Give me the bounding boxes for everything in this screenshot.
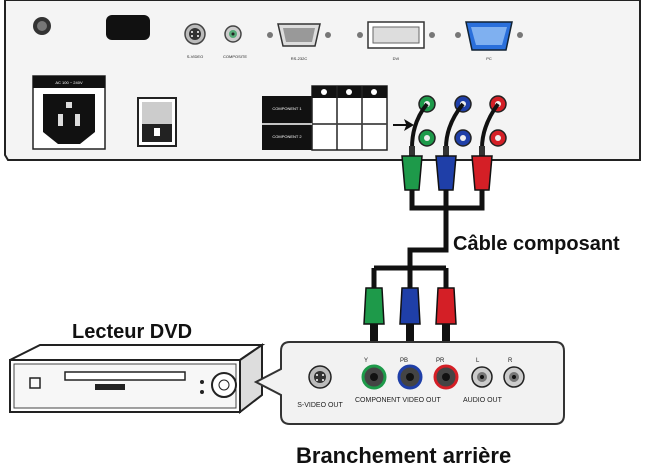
- cable-top-plugs: [401, 146, 493, 191]
- power-inlet: AC 100 ~ 240V: [32, 75, 106, 150]
- dvd-dial-icon: [211, 372, 237, 398]
- dvd-player: [9, 343, 266, 415]
- jack-letter-pr: PR: [436, 358, 445, 364]
- component-cable: [363, 102, 500, 354]
- component-video-out-label: COMPONENT VIDEO OUT: [355, 397, 442, 404]
- component-2-label: COMPONENT 2: [272, 134, 302, 139]
- power-button: [29, 377, 41, 389]
- jack-letter-y: Y: [364, 358, 368, 364]
- jack-letter-pb: PB: [400, 358, 408, 364]
- rs232c-port: RS-232C: [267, 23, 331, 61]
- pc-port: PC: [455, 21, 523, 61]
- screw-icon: [33, 17, 51, 35]
- svideo-out-label: S-VIDEO OUT: [297, 402, 343, 409]
- cable-label: Câble composant: [453, 233, 620, 255]
- cable-bottom-plugs: [363, 287, 457, 354]
- component-1-label: COMPONENT 1: [272, 106, 302, 111]
- audio-out-jacks: [471, 366, 525, 388]
- arrow-icon: [393, 119, 414, 131]
- dvi-label: DVI: [393, 56, 400, 61]
- audio-out-label: AUDIO OUT: [463, 397, 503, 404]
- ir-window: [106, 15, 150, 40]
- composite-label: COMPOSITE: [223, 54, 247, 59]
- disc-tray: [64, 371, 186, 381]
- svideo-label: S-VIDEO: [187, 54, 203, 59]
- composite-port: COMPOSITE: [223, 25, 247, 59]
- svideo-port: S-VIDEO: [184, 23, 206, 59]
- jack-letter-l: L: [476, 358, 480, 364]
- rs232c-label: RS-232C: [291, 56, 308, 61]
- dvi-port: DVI: [357, 21, 435, 61]
- power-label: AC 100 ~ 240V: [55, 80, 83, 85]
- projector-rear-panel: S-VIDEO COMPOSITE RS-232C DVI: [4, 0, 641, 161]
- dvd-player-label: Lecteur DVD: [72, 321, 192, 343]
- component-table: COMPONENT 1 COMPONENT 2: [262, 85, 388, 151]
- power-switch: [137, 97, 177, 147]
- rear-panel-callout: S-VIDEO OUT Y PB PR L R COMPONENT VIDEO …: [253, 341, 565, 425]
- caption: Branchement arrière: [296, 443, 511, 468]
- svideo-out-jack: S-VIDEO OUT: [297, 365, 343, 409]
- jack-letter-r: R: [508, 358, 513, 364]
- pc-label: PC: [486, 56, 492, 61]
